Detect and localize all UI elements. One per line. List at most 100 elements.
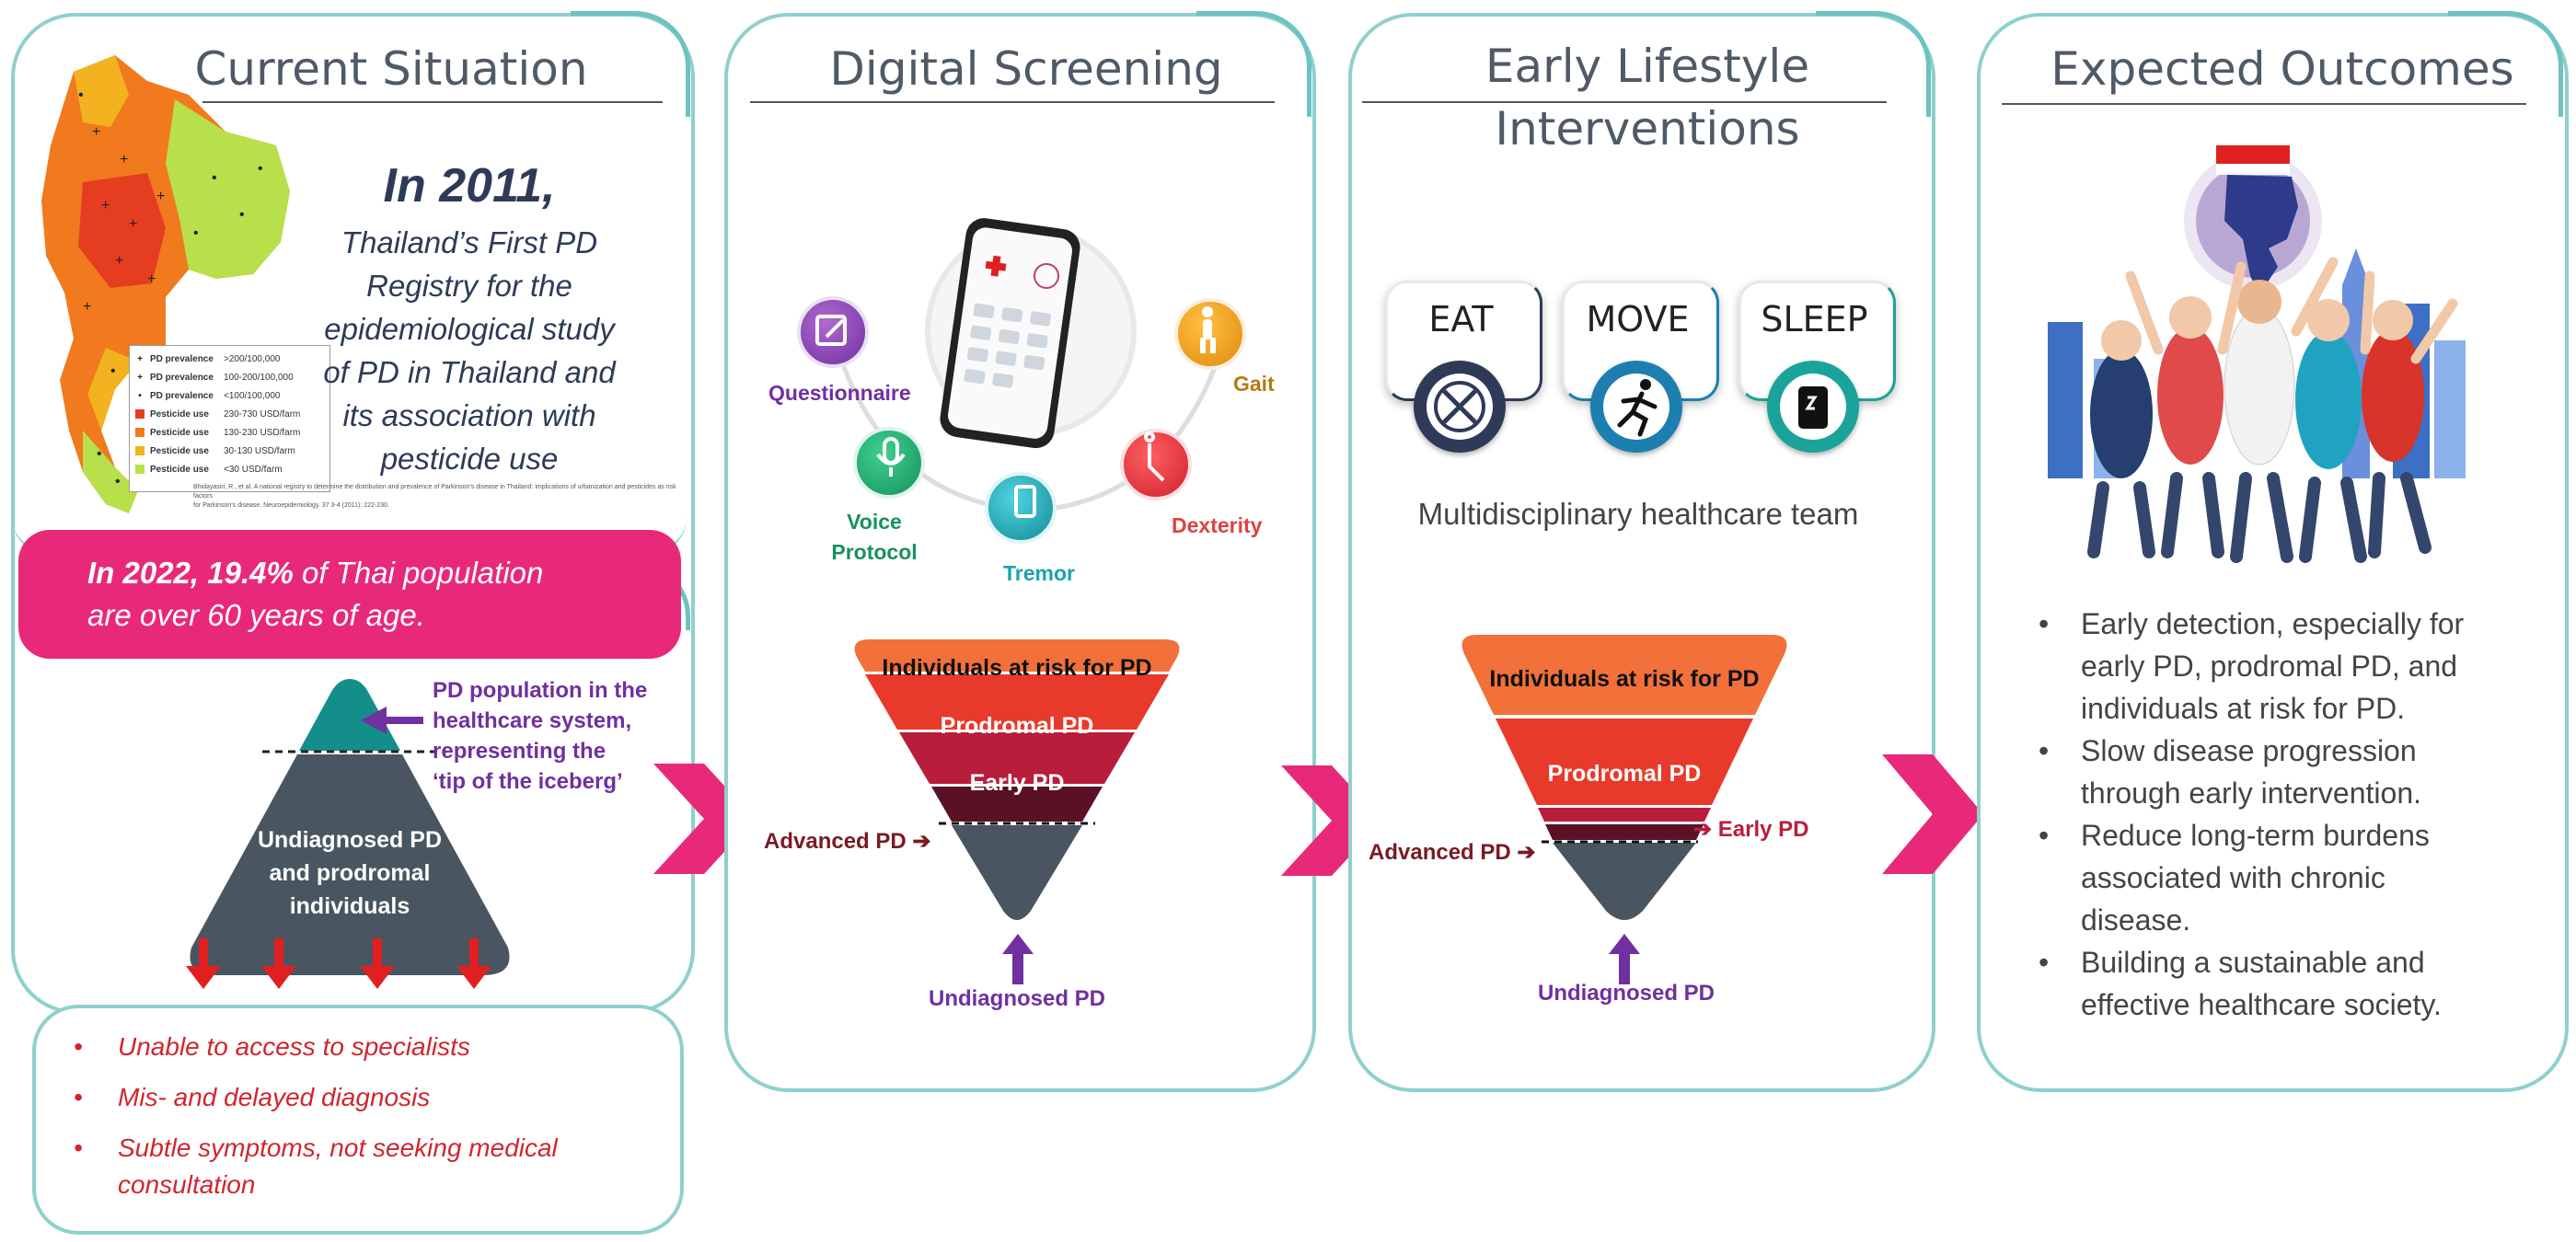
svg-text:+: + (115, 253, 123, 269)
legend-swatch (135, 446, 144, 455)
legend-label: PD prevalence (150, 353, 214, 364)
panel-title-digital-screening: Digital Screening (829, 42, 1223, 96)
iceberg-line: individuals (289, 893, 410, 919)
barrier-item: consultation (118, 1170, 256, 1199)
funnel-label-advanced: Advanced PD ➔ (764, 828, 931, 855)
svg-text:•: • (78, 87, 84, 103)
outcome-line: early PD, prodromal PD, and (2081, 650, 2458, 683)
svg-text:+: + (101, 198, 110, 213)
intervention-funnel (1461, 635, 1787, 920)
panel-title-current-situation: Current Situation (194, 42, 588, 96)
barrier-item: Unable to access to specialists (118, 1032, 470, 1061)
registry-line: its association with (342, 398, 596, 432)
feature-label-dexterity: Dexterity (1172, 513, 1263, 537)
legend-value: 100-200/100,000 (224, 372, 294, 383)
svg-text:+: + (147, 271, 156, 287)
title-underline (1362, 101, 1887, 103)
early-pd-text: Early PD (1717, 817, 1809, 842)
thailand-pesticide-map: ++++ +++• •••• •••+ (41, 55, 290, 513)
citation: Bhidayasiri, R., et al. A national regis… (193, 483, 681, 511)
funnel-label-at-risk: Individuals at risk for PD (882, 655, 1152, 681)
legend-value: >200/100,000 (224, 353, 281, 364)
svg-text:•: • (212, 170, 217, 186)
registry-line: pesticide use (380, 442, 559, 476)
celebrating-people (2087, 257, 2458, 563)
panel-tab-decoration (1816, 11, 1931, 117)
feature-label-gait: Gait (1233, 372, 1275, 396)
tip-label-line: ‘tip of the iceberg’ (433, 769, 623, 794)
funnel-level-early (1538, 808, 1711, 822)
citation-line: Bhidayasiri, R., et al. A national regis… (193, 484, 676, 500)
title-underline (750, 101, 1275, 103)
outcome-line: Slow disease progression (2081, 734, 2417, 767)
funnel-label-undiagnosed: Undiagnosed PD (928, 986, 1105, 1011)
svg-text:+: + (83, 299, 91, 315)
barriers-box (32, 1005, 684, 1235)
svg-text:+: + (129, 216, 137, 232)
iceberg-diagram (186, 679, 510, 989)
svg-text:•: • (115, 474, 121, 489)
funnel-label-advanced: Advanced PD ➔ (1369, 839, 1536, 866)
title-underline (202, 101, 663, 103)
feature-label-voice-line: Protocol (831, 540, 918, 564)
banner-text: of Thai population (293, 556, 544, 590)
lifestyle-card-label: EAT (1428, 299, 1494, 339)
panel-title-line: Early Lifestyle (1484, 40, 1810, 93)
funnel-level-advanced (1545, 824, 1704, 840)
legend-label: Pesticide use (150, 445, 209, 456)
legend-swatch (135, 465, 144, 474)
citation-line: for Parkinson’s disease. Neuroepidemiolo… (193, 502, 389, 509)
svg-text:+: + (92, 124, 100, 140)
funnel-level-prodromal (1496, 719, 1753, 805)
iceberg-line: and prodromal (269, 860, 431, 886)
funnel-level-at-risk (854, 639, 1180, 672)
thailand-flag-badge (2184, 145, 2322, 308)
tip-label-line: representing the (433, 739, 606, 764)
legend-value: <30 USD/farm (224, 464, 283, 475)
tip-pointer-arrow (361, 707, 423, 734)
chevron-arrow-icon (1882, 754, 1983, 874)
barrier-item: Mis- and delayed diagnosis (118, 1083, 431, 1111)
feature-label-questionnaire: Questionnaire (768, 381, 911, 405)
legend-value: 230-730 USD/farm (224, 408, 301, 420)
arrow-up-icon (1609, 934, 1640, 984)
outcomes-list: • Early detection, especially for early … (2039, 603, 2554, 1026)
aging-population-text: In 2022, 19.4% of Thai population are ov… (87, 552, 658, 637)
iceberg-body-label: Undiagnosed PD and prodromal individuals (235, 823, 465, 923)
legend-label: Pesticide use (150, 464, 209, 475)
svg-text:+: + (120, 152, 128, 167)
banner-text-line2: are over 60 years of age. (87, 598, 425, 632)
tremor-icon (985, 472, 1057, 544)
legend-row: Pesticide use 30-130 USD/farm (135, 442, 324, 460)
funnel-label-at-risk: Individuals at risk for PD (1489, 666, 1760, 692)
registry-year: In 2011, (383, 159, 556, 213)
svg-text:•: • (239, 207, 245, 223)
feature-label-voice-line: Voice (847, 510, 902, 534)
funnel-level-prodromal (865, 674, 1169, 730)
panel-tab-decoration (1196, 11, 1311, 117)
legend-swatch (135, 409, 144, 419)
legend-swatch (135, 428, 144, 437)
outcome-line: Building a sustainable and (2081, 946, 2425, 979)
registry-description: Thailand’s First PD Registry for the epi… (304, 221, 635, 480)
svg-text:•: • (110, 363, 116, 379)
panel-lifestyle-interventions (1348, 13, 1935, 1092)
registry-line: epidemiological study (324, 312, 615, 346)
legend-marker-icon: + (137, 372, 143, 383)
arrow-right-icon: ➔ (906, 829, 931, 854)
aging-population-banner (18, 530, 681, 659)
legend-label: Pesticide use (150, 427, 209, 438)
panel-tab-decoration (2448, 11, 2563, 117)
panel-title-expected-outcomes: Expected Outcomes (2050, 42, 2514, 96)
legend-marker-icon: + (137, 353, 143, 364)
legend-marker-icon: • (138, 390, 142, 401)
tip-label-line: PD population in the (433, 678, 648, 703)
feature-icon-glyphs (815, 306, 1216, 518)
legend-label: PD prevalence (150, 390, 214, 401)
legend-value: 30-130 USD/farm (224, 445, 295, 456)
outcome-line: disease. (2081, 903, 2191, 937)
barriers-list: •Unable to access to specialists •Mis- a… (74, 1029, 663, 1203)
